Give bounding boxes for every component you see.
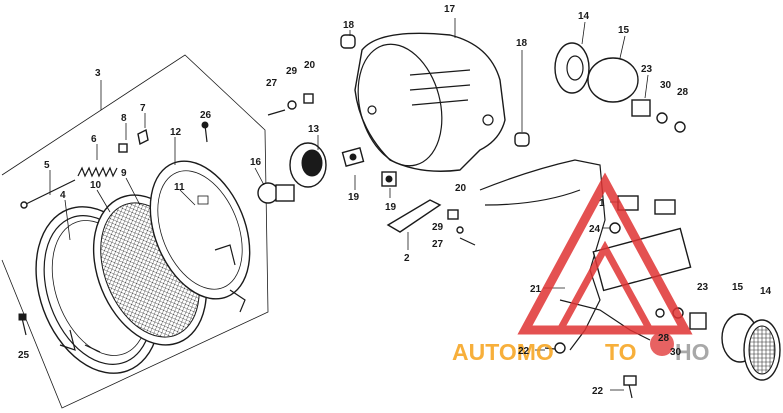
callout-28a: 28	[677, 87, 689, 98]
callout-14a: 14	[578, 11, 590, 22]
nut-8	[118, 143, 128, 153]
collar-18a	[340, 34, 356, 49]
callout-1: 1	[599, 198, 605, 209]
bolt-22-lower	[623, 375, 637, 399]
callout-22a: 22	[518, 346, 530, 357]
adjusting-screw	[20, 179, 76, 209]
turn-signal-lens-upper	[554, 42, 686, 133]
callout-24: 24	[589, 224, 601, 235]
callout-13: 13	[308, 124, 320, 135]
callout-18b: 18	[516, 38, 528, 49]
callout-25: 25	[18, 350, 30, 361]
grommet-19b	[381, 171, 397, 187]
callout-4: 4	[60, 190, 66, 201]
headlight-bulb	[257, 182, 295, 204]
leader-lines	[49, 18, 649, 391]
callout-5: 5	[44, 160, 50, 171]
callout-30b: 30	[670, 347, 682, 358]
watermark-text-part1: AUTOMO	[452, 339, 554, 365]
bulb-socket	[289, 142, 327, 188]
watermark-text-part2: TO	[605, 339, 637, 365]
callout-9: 9	[121, 168, 127, 179]
callout-28b: 28	[658, 333, 670, 344]
screw-25	[18, 313, 27, 336]
callout-15a: 15	[618, 25, 630, 36]
bracket-plate	[386, 199, 442, 233]
bolt-upper	[267, 93, 314, 116]
mounting-stay	[479, 159, 692, 351]
callout-20b: 20	[455, 183, 467, 194]
callout-27a: 27	[266, 78, 278, 89]
headlight-case	[354, 32, 506, 172]
callout-20a: 20	[304, 60, 316, 71]
callout-10: 10	[90, 180, 102, 191]
callout-2: 2	[404, 253, 410, 264]
grommet-19a	[341, 147, 365, 167]
callout-19b: 19	[385, 202, 397, 213]
clip-7	[137, 128, 149, 146]
callout-27b: 27	[432, 239, 444, 250]
callout-14b: 14	[760, 286, 772, 297]
callout-17: 17	[444, 4, 456, 15]
collar-18b	[514, 132, 530, 147]
assembly-outline-box	[1, 54, 269, 409]
callouts: 3 5 6 7 8 9 10 4 12 11 26 16 27 29 20 13…	[18, 4, 772, 397]
callout-12: 12	[170, 127, 182, 138]
callout-29b: 29	[432, 222, 444, 233]
turn-signal-lens-lower	[655, 307, 781, 381]
callout-7: 7	[140, 103, 146, 114]
screw-26	[201, 121, 209, 143]
callout-6: 6	[91, 134, 97, 145]
bolt-lower	[447, 209, 476, 246]
callout-23b: 23	[697, 282, 709, 293]
callout-26: 26	[200, 110, 212, 121]
callout-23a: 23	[641, 64, 653, 75]
spring	[77, 166, 118, 178]
callout-22b: 22	[592, 386, 604, 397]
callout-3: 3	[95, 68, 101, 79]
watermark-text-part3: HO	[675, 339, 710, 365]
reflector-unit	[149, 160, 251, 313]
callout-15b: 15	[732, 282, 744, 293]
watermark: AUTOMO TO HO	[452, 172, 710, 365]
callout-21: 21	[530, 284, 542, 295]
callout-30a: 30	[660, 80, 672, 91]
bolt-22-upper	[544, 342, 566, 354]
callout-29a: 29	[286, 66, 298, 77]
callout-18a: 18	[343, 20, 355, 31]
callout-19a: 19	[348, 192, 360, 203]
callout-8: 8	[121, 113, 127, 124]
callout-16: 16	[250, 157, 262, 168]
callout-11: 11	[174, 182, 185, 193]
